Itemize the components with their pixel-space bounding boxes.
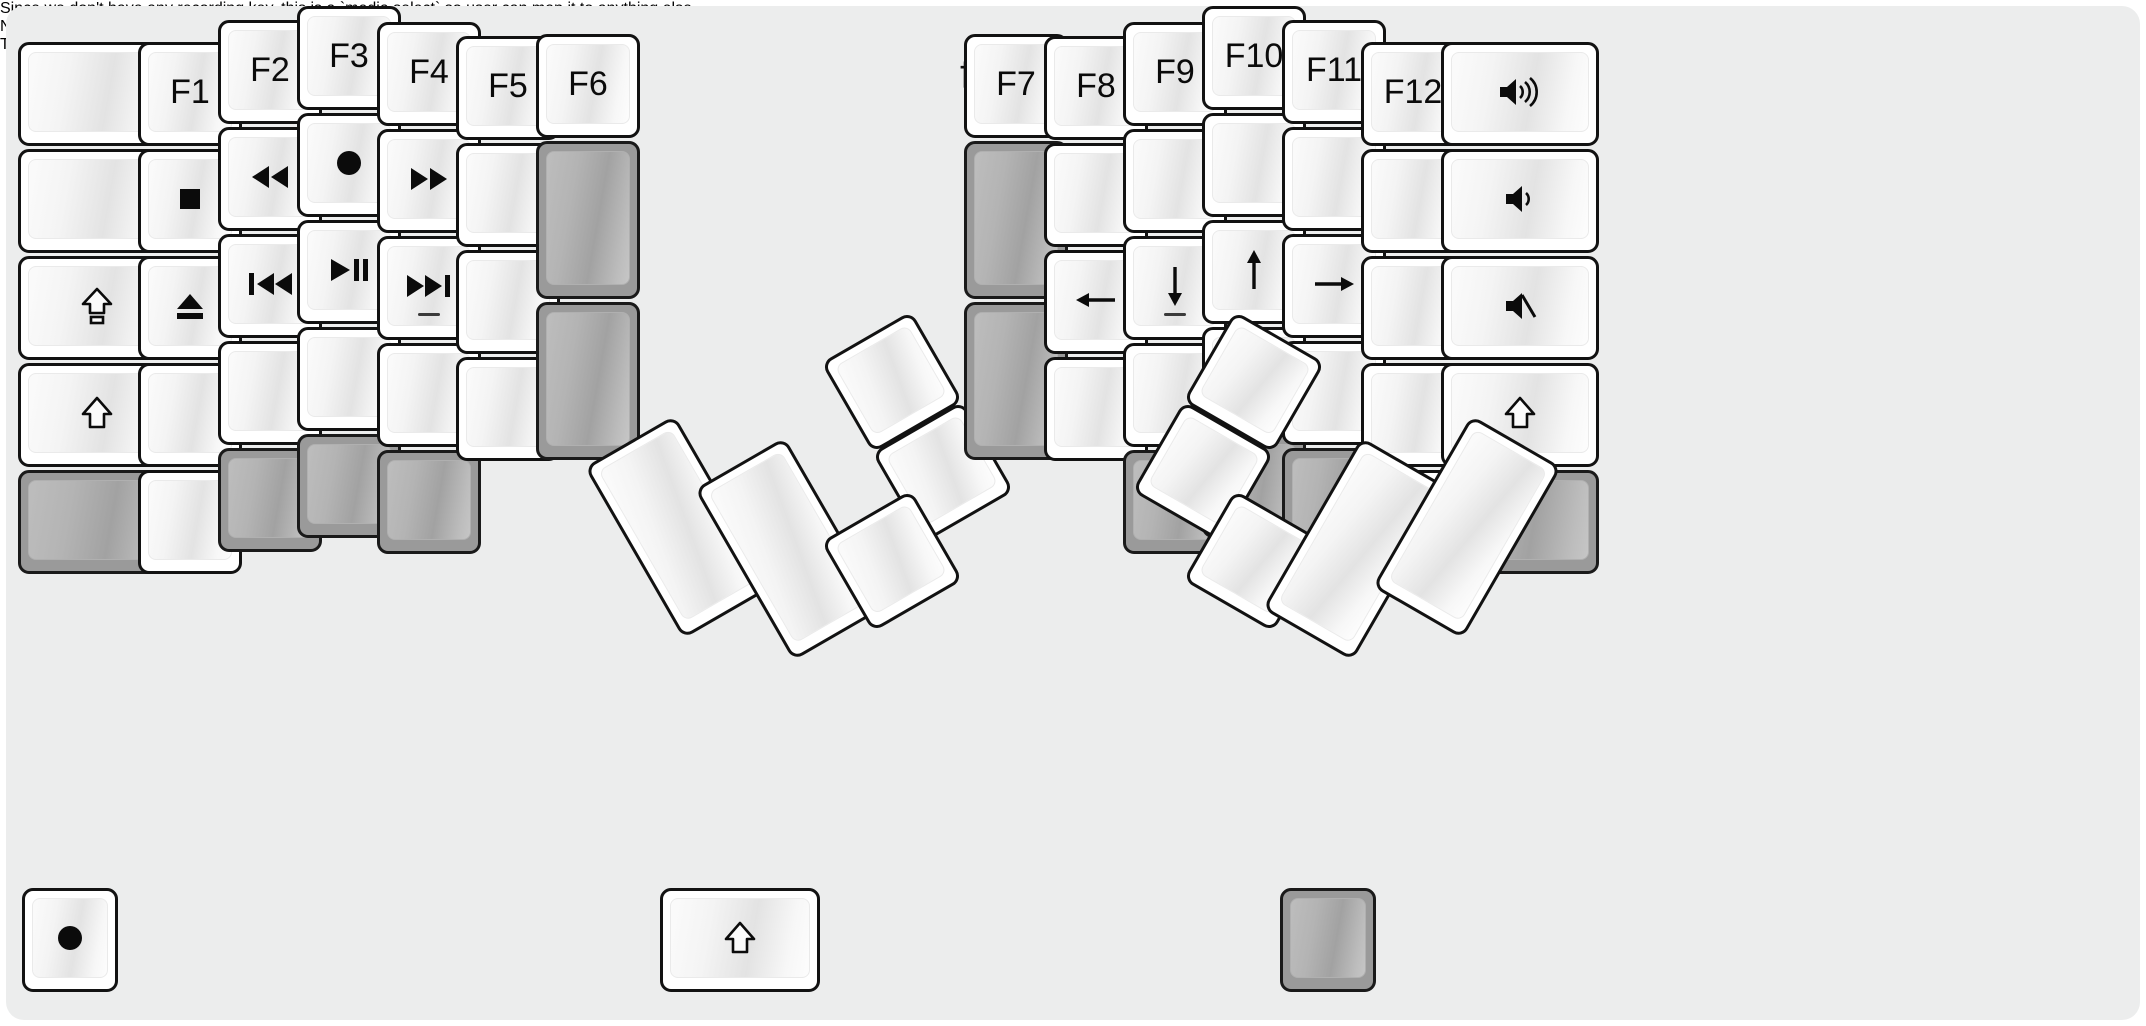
key-label: F11	[1305, 51, 1363, 89]
caps-lock-icon	[80, 286, 114, 326]
volume-down-icon	[1502, 182, 1538, 216]
key-right-pinky-outer-1-volume-up[interactable]	[1441, 42, 1599, 146]
key-face	[1451, 159, 1589, 239]
key-label: F8	[1076, 67, 1116, 105]
arrow-down-icon	[1160, 263, 1190, 309]
key-cap	[1280, 888, 1376, 992]
key-face	[546, 151, 630, 285]
key-face	[670, 898, 810, 978]
key-label: F12	[1383, 73, 1443, 111]
key-right-pinky-outer-2-volume-down[interactable]	[1441, 149, 1599, 253]
volume-mute-icon	[1502, 289, 1538, 323]
media-eject-icon	[171, 289, 209, 323]
shift-icon	[80, 395, 114, 431]
homing-bump-indicator	[1164, 313, 1186, 316]
key-cap	[536, 302, 640, 460]
key-face	[1290, 898, 1366, 978]
key-cap	[660, 888, 820, 992]
key-label: F7	[996, 65, 1036, 103]
legend-key-transparent-note	[1280, 888, 1376, 992]
legend-key-shift-note	[660, 888, 820, 992]
key-face: F6	[546, 44, 630, 124]
arrow-right-icon	[1311, 269, 1357, 299]
key-label: F4	[409, 53, 449, 91]
arrow-up-icon	[1239, 247, 1269, 293]
shift-icon	[723, 920, 757, 956]
key-face	[32, 898, 108, 978]
shift-icon	[1503, 395, 1537, 431]
key-label: F3	[329, 37, 369, 75]
key-cap	[377, 450, 481, 554]
key-label: F2	[250, 51, 290, 89]
homing-bump-indicator	[418, 313, 440, 316]
media-record-icon	[52, 920, 88, 956]
key-face	[1451, 52, 1589, 132]
key-cap: F6	[536, 34, 640, 138]
key-label: F5	[488, 67, 528, 105]
media-prev-track-icon	[244, 269, 296, 299]
media-record-icon	[331, 145, 367, 181]
key-face	[1451, 373, 1589, 453]
media-next-track-icon	[403, 271, 455, 301]
key-left-inner-extra-1-f6[interactable]: F6	[536, 34, 640, 138]
media-play-pause-icon	[326, 255, 372, 285]
key-label: F1	[170, 73, 210, 111]
key-left-inner-extra-3-transparent[interactable]	[536, 302, 640, 460]
key-cap	[1441, 149, 1599, 253]
key-label: F10	[1224, 37, 1284, 75]
media-rewind-icon	[247, 162, 293, 192]
key-left-index-5-transparent[interactable]	[377, 450, 481, 554]
key-face	[546, 312, 630, 446]
key-label: F6	[568, 65, 608, 103]
key-label: F9	[1155, 53, 1195, 91]
key-face	[1451, 266, 1589, 346]
volume-up-icon	[1496, 75, 1544, 109]
key-cap	[1441, 256, 1599, 360]
key-cap	[1441, 42, 1599, 146]
arrow-left-icon	[1073, 285, 1119, 315]
media-stop-icon	[173, 182, 207, 216]
key-cap	[22, 888, 118, 992]
key-left-inner-extra-2-transparent[interactable]	[536, 141, 640, 299]
legend-key-record-note	[22, 888, 118, 992]
key-face	[387, 460, 471, 540]
key-cap	[536, 141, 640, 299]
key-right-pinky-outer-3-volume-mute[interactable]	[1441, 256, 1599, 360]
media-fast-forward-icon	[406, 164, 452, 194]
